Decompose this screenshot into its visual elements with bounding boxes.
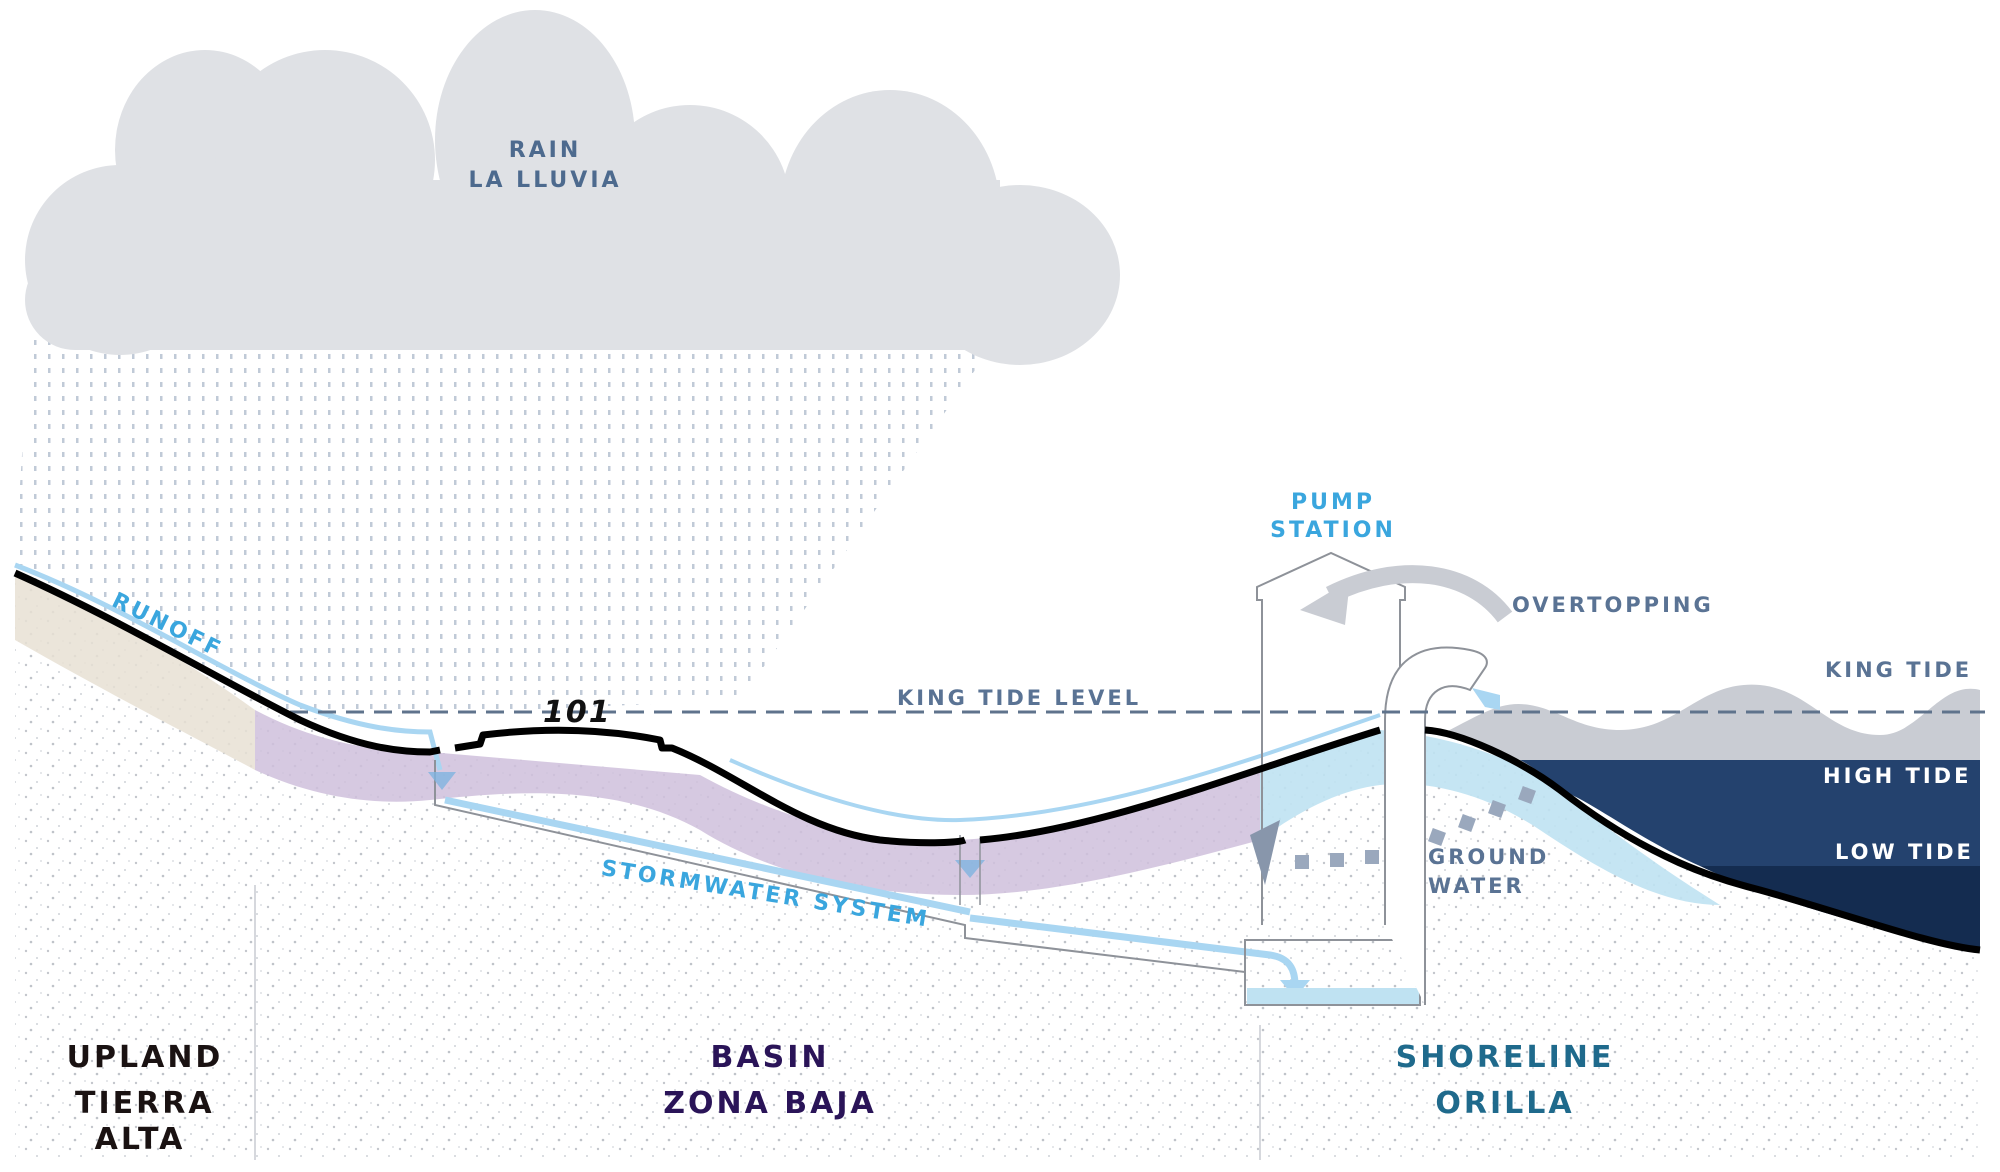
king-tide-label: KING TIDE — [1825, 658, 1973, 682]
zone-basin-translation: ZONA BAJA — [663, 1086, 877, 1121]
high-tide-water — [1520, 760, 1980, 866]
zone-shoreline-name: SHORELINE — [1395, 1040, 1615, 1075]
shore-soil-band — [1260, 730, 1720, 905]
pump-station — [1256, 551, 1500, 1005]
low-tide-label: LOW TIDE — [1835, 840, 1974, 864]
groundwater-label-line1: GROUND — [1428, 845, 1550, 869]
cloud-label-rain: RAIN — [508, 138, 582, 163]
upland-soil-band — [15, 573, 255, 770]
groundwater-arrows-icon — [1250, 786, 1536, 885]
zone-shoreline-translation: ORILLA — [1435, 1086, 1575, 1121]
king-tide-level-label: KING TIDE LEVEL — [897, 686, 1142, 710]
stormwater-pipe — [428, 760, 1421, 1006]
overtopping-arrow-icon — [1300, 565, 1513, 625]
pump-station-label-line1: PUMP — [1290, 490, 1375, 515]
zone-shoreline: SHORELINE ORILLA — [1350, 1040, 1660, 1122]
groundwater-label-line2: WATER — [1428, 874, 1525, 898]
rain-cloud — [25, 10, 1120, 365]
zone-basin: BASIN ZONA BAJA — [580, 1040, 960, 1122]
basin-soil-band — [255, 710, 1260, 895]
rain-field — [15, 335, 1000, 720]
low-tide-water — [1700, 866, 1980, 950]
ground-surface-line — [13, 569, 1981, 954]
runoff-flow — [14, 562, 443, 771]
zone-upland: UPLAND TIERRA ALTA — [40, 1040, 250, 1158]
cloud-label-la-lluvia: LA LLUVIA — [468, 168, 622, 193]
highway-101-label: 101 — [543, 695, 612, 730]
zone-upland-name: UPLAND — [66, 1040, 224, 1075]
zone-basin-name: BASIN — [710, 1040, 830, 1075]
high-tide-label: HIGH TIDE — [1823, 764, 1972, 788]
pump-station-label-line2: STATION — [1270, 518, 1396, 543]
basin-runoff-flow — [729, 713, 1381, 823]
overtopping-label: OVERTOPPING — [1512, 593, 1714, 617]
zone-upland-translation: TIERRA ALTA — [75, 1086, 215, 1157]
king-tide-water — [1440, 684, 1980, 760]
